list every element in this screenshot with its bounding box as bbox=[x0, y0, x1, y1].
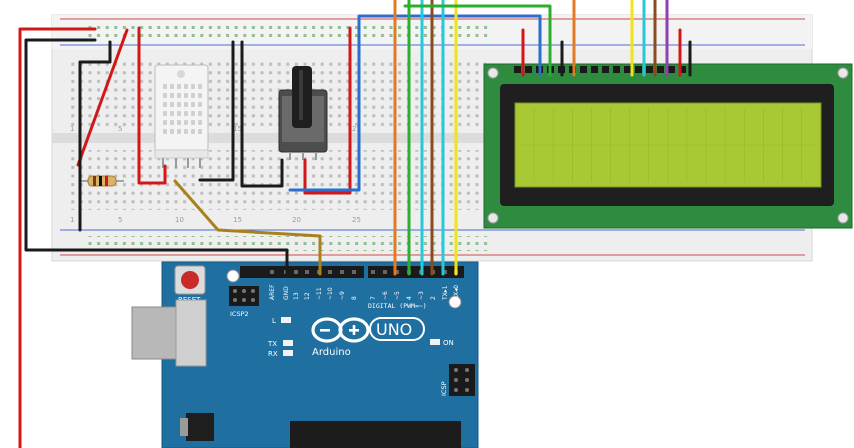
lcd-header-pin bbox=[646, 66, 653, 73]
lcd-header-pin bbox=[591, 66, 598, 73]
header-pin-label: ~5 bbox=[394, 291, 401, 300]
column-number-label: 15 bbox=[233, 216, 242, 224]
header-pin-label: 12 bbox=[304, 292, 311, 300]
header-pin-label: 4 bbox=[406, 296, 413, 300]
usb-port bbox=[131, 306, 179, 360]
header-pin-label: 8 bbox=[351, 296, 358, 300]
icsp-header bbox=[449, 364, 475, 396]
column-number-label: 15 bbox=[233, 125, 242, 133]
uno-label: UNO bbox=[376, 320, 412, 339]
wire-red-diagonal bbox=[76, 28, 129, 167]
lcd-header-pin bbox=[525, 66, 532, 73]
column-number-label: 5 bbox=[118, 216, 122, 224]
header-pin-label: 13 bbox=[293, 292, 300, 300]
potentiometer bbox=[278, 66, 328, 160]
uno-badge bbox=[369, 317, 425, 341]
arduino-infinity-logo-icon bbox=[311, 317, 370, 343]
lcd-header-pin bbox=[624, 66, 631, 73]
header-pin-label: ~3 bbox=[418, 291, 425, 300]
header-pin-label: ~11 bbox=[316, 287, 323, 300]
atmega-chip bbox=[290, 421, 461, 448]
digital-header-left bbox=[240, 266, 364, 278]
lcd-header-pin bbox=[657, 66, 664, 73]
header-pin-label: 7 bbox=[370, 296, 377, 300]
header-pin-label: 2 bbox=[430, 296, 437, 300]
column-number-label: 10 bbox=[175, 216, 184, 224]
lcd-header-pin bbox=[613, 66, 620, 73]
header-pin-label: ~9 bbox=[339, 291, 346, 300]
wire-gnd-black bbox=[24, 38, 289, 276]
icsp2-label: ICSP2 bbox=[230, 310, 249, 318]
column-number-label: 25 bbox=[352, 216, 361, 224]
wire-red-dht bbox=[137, 26, 167, 185]
column-number-label: 20 bbox=[292, 216, 301, 224]
arduino-uno-board: RESET ICSP2 AREFGND1312~11~10~987~6~54~3… bbox=[131, 261, 479, 448]
icsp2-header bbox=[229, 286, 259, 306]
lcd-module bbox=[483, 63, 853, 229]
header-pin-label: TX▸1 bbox=[442, 285, 449, 301]
digital-header-right bbox=[368, 266, 464, 278]
column-number-label: 5 bbox=[118, 125, 122, 133]
dht-sensor bbox=[154, 64, 209, 168]
lcd-header-pin bbox=[602, 66, 609, 73]
lcd-header-pin bbox=[514, 66, 521, 73]
led-l-label: L bbox=[272, 317, 276, 325]
resistor bbox=[80, 175, 124, 187]
wire-black-dht bbox=[198, 40, 235, 182]
wire-5v-red bbox=[18, 27, 97, 448]
header-pin-label: RX◂0 bbox=[453, 285, 460, 300]
wire-black-rail bbox=[78, 40, 112, 232]
wire-green-lcd bbox=[403, 4, 552, 77]
icsp-label: ICSP bbox=[440, 381, 448, 396]
led-on-label: ON bbox=[443, 339, 454, 347]
column-number-label: 1 bbox=[70, 216, 74, 224]
wire-black-pot bbox=[240, 40, 284, 188]
header-pin-label: GND bbox=[283, 286, 290, 300]
column-number-label: 25 bbox=[352, 125, 361, 133]
header-pin-label: ~6 bbox=[382, 291, 389, 300]
header-pin-label: ~10 bbox=[327, 287, 334, 300]
voltage-regulator bbox=[186, 413, 214, 441]
wire-red-pot bbox=[303, 26, 352, 195]
lcd-header-pin bbox=[668, 66, 675, 73]
lcd-header-pin bbox=[679, 66, 686, 73]
led-tx-label: TX bbox=[267, 340, 277, 348]
column-number-label: 1 bbox=[70, 125, 74, 133]
digital-label: DIGITAL (PWM=~) bbox=[368, 302, 427, 310]
lcd-header-pin bbox=[580, 66, 587, 73]
wire-data-olive bbox=[173, 179, 322, 276]
lcd-header-pin bbox=[635, 66, 642, 73]
led-rx-label: RX bbox=[268, 350, 278, 358]
header-pin-label: AREF bbox=[269, 284, 276, 300]
arduino-brand-label: Arduino bbox=[312, 347, 351, 358]
wire-blue bbox=[288, 14, 542, 192]
